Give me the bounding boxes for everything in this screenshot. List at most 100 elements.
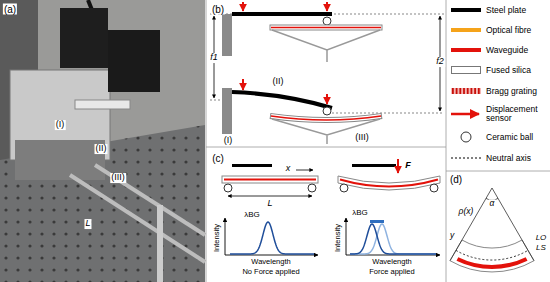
grating-stripe [452, 88, 454, 94]
clamp [222, 14, 232, 56]
table-holes [0, 125, 205, 282]
part-number: (III) [110, 173, 126, 183]
ceramic-ball [308, 184, 316, 192]
force-arrow [397, 159, 399, 173]
dimension-label: f1 [209, 53, 219, 63]
displacement-sensor [326, 2, 328, 11]
waveguide [224, 178, 316, 180]
angle-label: α [489, 199, 496, 208]
panel-label: (b) [211, 4, 225, 15]
axis-label: Intensity [213, 223, 221, 253]
radius-line [450, 188, 492, 261]
part-number: (II) [95, 144, 108, 154]
optical-table [0, 125, 205, 282]
panel-border [446, 171, 550, 172]
grating-stripe [467, 88, 469, 94]
waveguide [271, 27, 381, 29]
legend-swatch [451, 28, 481, 32]
displacement-sensor [242, 2, 244, 11]
length-label: LO [535, 234, 548, 243]
plot-axes [346, 218, 440, 255]
displacement-sensor [242, 79, 244, 90]
axis-label: Wavelength [250, 258, 291, 266]
grating-stripe [478, 88, 480, 94]
legend-text: Bragg grating [486, 87, 548, 96]
spectrum [350, 224, 436, 254]
radius-label: ρ(x) [458, 207, 475, 216]
panel-label: (d) [449, 174, 463, 185]
legend-text: Optical fibre [486, 26, 548, 35]
fused-silica [222, 176, 318, 183]
legend-text: Ceramic ball [486, 133, 548, 142]
sensor-body [60, 8, 108, 68]
panel-border [446, 0, 447, 282]
stage-base [15, 140, 105, 180]
panel-label: (c) [211, 153, 225, 164]
position-arrow [296, 170, 313, 171]
legend-swatch [451, 48, 481, 52]
legend-swatch [451, 8, 481, 12]
ceramic-ball [224, 184, 232, 192]
sensor-body [108, 30, 160, 92]
axis-label: Wavelength [371, 258, 412, 266]
grating-stripe [459, 88, 461, 94]
panel-label: (a) [3, 4, 17, 15]
legend-text: Steel plate [486, 6, 548, 15]
displacement-sensor [326, 94, 328, 104]
ceramic-ball [340, 184, 348, 192]
fused-silica [338, 176, 440, 190]
fused-silica [271, 116, 381, 120]
ceramic-ball [430, 184, 438, 192]
silica-part [75, 100, 130, 109]
panel-borders [206, 0, 550, 282]
dimension-label: L [84, 219, 91, 229]
wavelength-label: λBG [351, 209, 369, 218]
steel-plate [232, 12, 332, 16]
fused-silica [270, 25, 382, 30]
grating-stripe [456, 88, 458, 94]
part-number: (I) [223, 136, 234, 146]
legend-text: Waveguide [486, 46, 548, 55]
length-label: LS [535, 244, 547, 253]
steel-plate [232, 92, 332, 108]
axis-sample [451, 158, 481, 159]
grating-stripe [474, 88, 476, 94]
mount-y [272, 119, 380, 144]
ball-sample [461, 132, 471, 142]
panel-border [206, 147, 446, 148]
radius-line [492, 188, 534, 261]
part-number: (III) [354, 133, 370, 143]
schematic-c [222, 159, 440, 255]
legend-text: Neutral axis [486, 154, 548, 163]
sensor-sample [451, 113, 479, 116]
dimension-label: L [266, 199, 273, 209]
photo [0, 0, 205, 282]
legend-samples [451, 88, 481, 158]
legend-text: Fused silica [486, 66, 548, 75]
wavelength-label: λBG [243, 211, 261, 220]
grating-stripe [471, 88, 473, 94]
position-label: x [285, 164, 292, 174]
schematic-b [210, 2, 444, 144]
part-number: (II) [272, 77, 285, 87]
neutral-axis [456, 250, 528, 260]
caption-text: No Force applied [241, 268, 300, 276]
post [157, 205, 163, 282]
force-label: F [404, 161, 412, 171]
fused-silica [270, 116, 382, 120]
waveguide [340, 180, 438, 187]
ceramic-ball [323, 107, 331, 115]
legend-swatch [451, 66, 481, 74]
clamp [222, 88, 232, 134]
spectra [230, 222, 436, 254]
reference-line [332, 113, 444, 114]
waveguide [271, 116, 381, 120]
panel-border [206, 0, 207, 282]
grating-sample [451, 88, 481, 94]
axis-label: Intensity [334, 223, 342, 253]
steel-plate [232, 164, 272, 167]
fused-silica [450, 240, 534, 272]
shift-bar [370, 220, 384, 223]
steel-plate [352, 164, 396, 167]
spectrum [230, 222, 314, 254]
